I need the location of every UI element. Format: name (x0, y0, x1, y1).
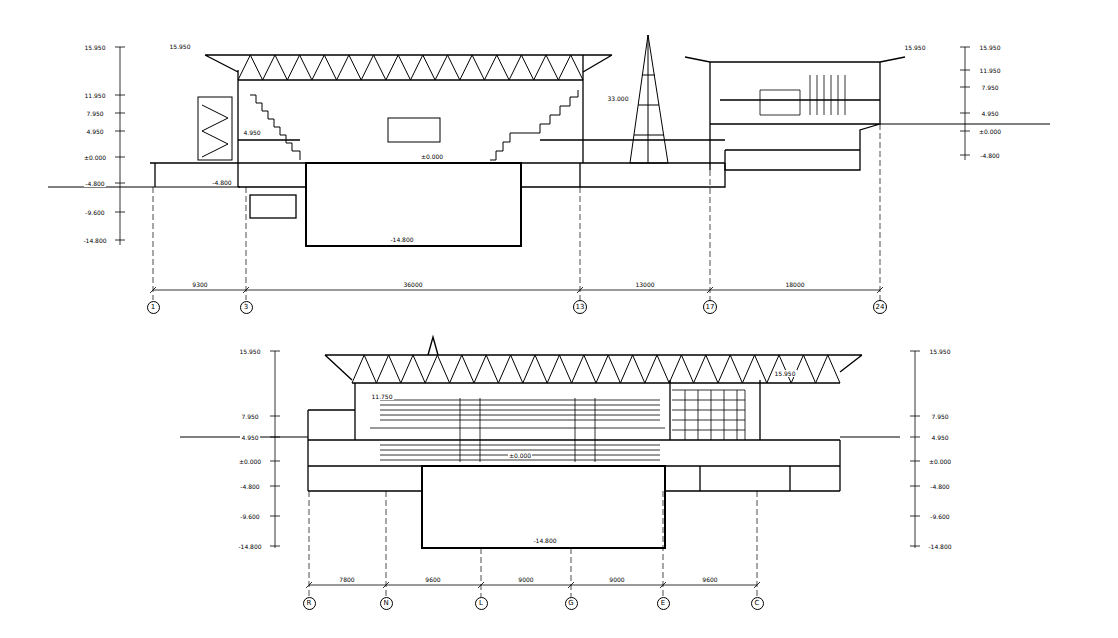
elevation-label: 7.950 (240, 413, 259, 420)
elevation-label: 4.950 (980, 110, 999, 117)
structure-walls (308, 380, 840, 491)
elevation-label: -14.800 (532, 537, 557, 544)
axis-bubble: E (657, 597, 670, 610)
roof-chords (325, 337, 862, 383)
dimension-line (306, 582, 760, 588)
stair-flights (202, 105, 228, 157)
basement-room (250, 195, 296, 218)
dimension-text: 7800 (338, 576, 355, 583)
axis-number: C (755, 599, 760, 607)
elevation-label: ±0.000 (238, 458, 262, 465)
dimension-text: 9600 (701, 576, 718, 583)
elevation-label: -9.600 (84, 209, 105, 216)
lower-section (180, 337, 920, 597)
axis-bubble: L (475, 597, 488, 610)
elevation-label: -4.800 (211, 179, 232, 186)
axis-number: G (568, 599, 573, 607)
axis-bubble: 17 (703, 300, 717, 314)
axis-number: 1 (151, 303, 155, 311)
elevation-label: 15.950 (929, 348, 952, 355)
axis-bubble: 24 (873, 300, 887, 314)
roof-truss (238, 55, 583, 80)
axis-bubble: 1 (147, 301, 160, 314)
grade-line (180, 437, 900, 438)
elevation-label: 11.950 (979, 67, 1002, 74)
upper-section (48, 35, 1050, 300)
elevation-label: 4.950 (242, 129, 261, 136)
elevation-label: -4.800 (84, 180, 105, 187)
axis-number: 3 (244, 303, 248, 311)
dimension-line (150, 287, 883, 293)
axis-number: L (479, 599, 483, 607)
roof-truss (352, 355, 840, 383)
axis-number: 17 (706, 303, 715, 311)
elevation-label: -9.600 (239, 513, 260, 520)
seating-bands (370, 398, 665, 462)
pool-pit (306, 163, 521, 246)
elevation-label: 4.950 (930, 434, 949, 441)
elevation-label: -14.800 (389, 236, 414, 243)
pool-pit (422, 466, 665, 548)
axis-bubble: N (380, 597, 393, 610)
elevation-label: 15.950 (84, 44, 107, 51)
facade-mullions (760, 75, 845, 115)
dimension-text: 18000 (784, 281, 805, 288)
seating-tiers (250, 90, 578, 160)
axis-lines (153, 124, 880, 300)
axis-number: N (383, 599, 388, 607)
elevation-label: 4.950 (240, 434, 259, 441)
elevation-label: -14.800 (237, 543, 262, 550)
dimension-text: 13000 (634, 281, 655, 288)
axis-number: E (661, 599, 665, 607)
elevation-label: -4.800 (239, 483, 260, 490)
axis-bubble: G (565, 597, 578, 610)
elevation-label: -14.800 (82, 237, 107, 244)
elevation-label: 11.750 (371, 393, 394, 400)
elevation-label: 11.950 (84, 92, 107, 99)
elevation-label: 15.950 (169, 43, 192, 50)
axis-number: 24 (876, 303, 885, 311)
level-ruler (270, 351, 920, 548)
elevation-label: -4.800 (979, 152, 1000, 159)
dimension-text: 36000 (402, 281, 423, 288)
structure-walls (150, 55, 725, 187)
stair-tower (198, 97, 232, 160)
axis-number: 13 (576, 303, 585, 311)
axis-number: R (307, 599, 312, 607)
elevation-label: ±0.000 (420, 153, 444, 160)
axis-bubble: C (751, 597, 764, 610)
axis-bubble: 13 (573, 300, 587, 314)
elevation-label: -14.800 (927, 543, 952, 550)
elevation-label: 15.950 (979, 44, 1002, 51)
elevation-label: ±0.000 (978, 128, 1002, 135)
glazing-grid (672, 390, 745, 440)
elevation-label: 15.950 (904, 44, 927, 51)
elevation-label: 15.950 (239, 348, 262, 355)
dimension-text: 9600 (424, 576, 441, 583)
elevation-label: 33.000 (607, 95, 630, 102)
elevation-label: ±0.000 (508, 452, 532, 459)
dimension-text: 9000 (517, 576, 534, 583)
dimension-text: 9000 (608, 576, 625, 583)
elevation-label: 7.950 (930, 413, 949, 420)
screen (388, 118, 440, 142)
elevation-label: ±0.000 (928, 458, 952, 465)
elevation-label: 4.950 (85, 128, 104, 135)
elevation-label: ±0.000 (83, 154, 107, 161)
elevation-label: -9.600 (929, 513, 950, 520)
elevation-label: 7.950 (980, 84, 999, 91)
spire (630, 35, 668, 163)
axis-lines (309, 491, 757, 597)
axis-bubble: 3 (240, 301, 253, 314)
dimension-text: 9300 (191, 281, 208, 288)
right-building (685, 57, 905, 170)
elevation-label: -4.800 (929, 483, 950, 490)
elevation-label: 7.950 (85, 110, 104, 117)
axis-bubble: R (303, 597, 316, 610)
level-ruler (115, 47, 970, 245)
roof-chords (205, 55, 612, 80)
elevation-label: 15.950 (774, 370, 797, 377)
